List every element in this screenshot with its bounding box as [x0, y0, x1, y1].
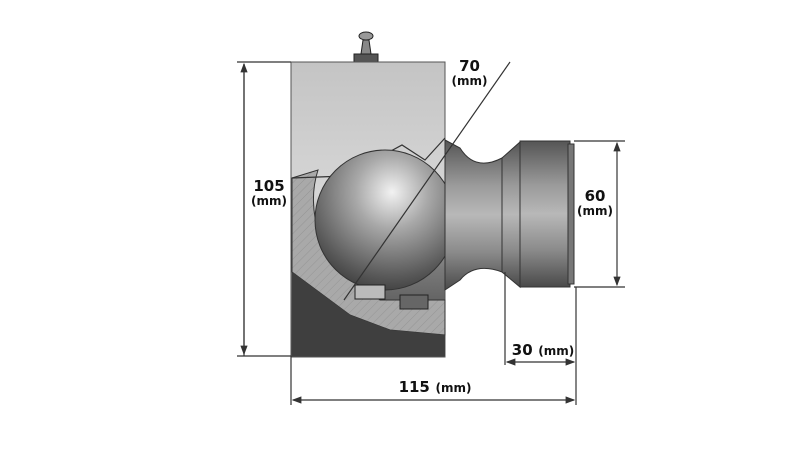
- label-flange-width: 30 (mm): [511, 341, 575, 359]
- label-total-length: 115 (mm): [398, 378, 472, 396]
- dimension-lines: [237, 61, 625, 405]
- label-height: 105 (mm): [251, 177, 287, 209]
- label-ball-diameter: 70 (mm): [451, 57, 488, 89]
- neck-flange: [444, 139, 575, 291]
- grease-nipple: [353, 31, 379, 64]
- label-flange-diameter: 60 (mm): [577, 187, 613, 219]
